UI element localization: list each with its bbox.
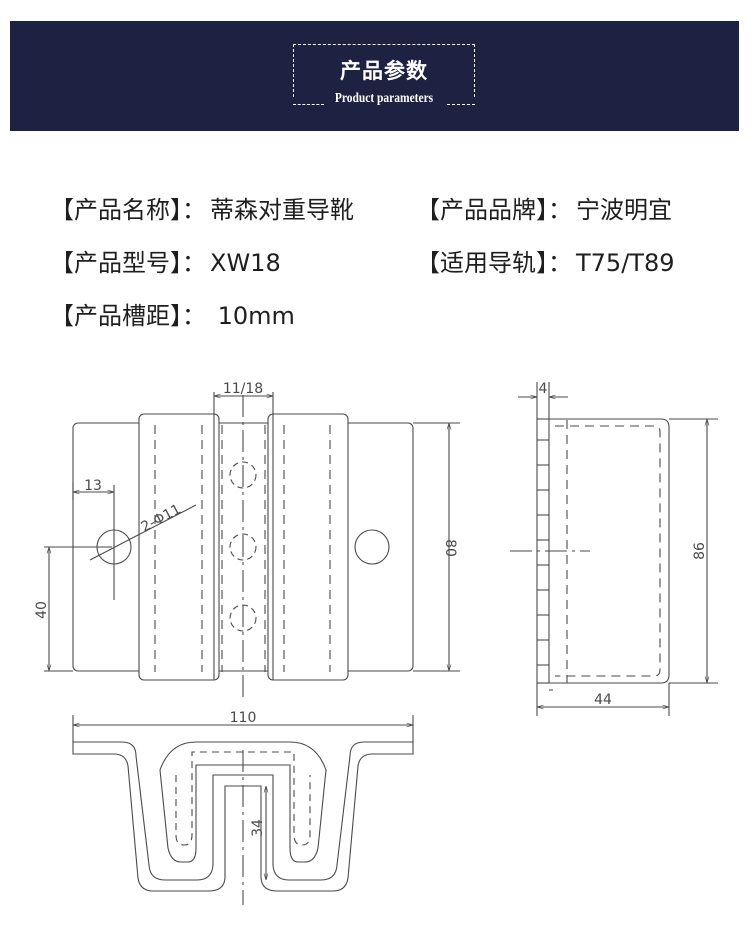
spec-model-label: 【产品型号】： (50, 249, 206, 277)
frame-top-line (293, 44, 475, 45)
dim-height-side: 86 (692, 542, 708, 560)
header-banner: 产品参数 Product parameters (10, 21, 739, 131)
dim-depth-bottom: 34 (250, 819, 266, 837)
spec-brand-label: 【产品品牌】： (416, 196, 572, 224)
spec-slot: 【产品槽距】： 10mm (50, 301, 295, 331)
spec-rail: 【适用导轨】：T75/T89 (416, 248, 674, 278)
front-left-channel (138, 413, 220, 681)
banner-title: 产品参数 (340, 59, 428, 83)
bottom-inner-channel (159, 741, 327, 863)
spec-slot-label: 【产品槽距】： (50, 302, 206, 330)
dim-width-bottom: 110 (230, 710, 257, 726)
spec-brand-value: 宁波明宜 (576, 196, 672, 224)
dim-height-left: 40 (34, 601, 50, 619)
spec-name-value: 蒂森对重导靴 (210, 196, 354, 224)
spec-rail-value: T75/T89 (576, 249, 675, 277)
frame-bottom-right-line (447, 104, 475, 105)
dim-slot: 11/18 (223, 381, 263, 397)
slot-hole-2 (229, 533, 257, 561)
dim-depth-side: 44 (594, 692, 612, 708)
side-outer-shoe (549, 418, 670, 684)
spec-rail-label: 【适用导轨】： (416, 249, 572, 277)
spec-model: 【产品型号】：XW18 (50, 248, 281, 278)
bottom-view (72, 715, 414, 905)
frame-left-line (293, 44, 294, 97)
mount-hole-right (354, 529, 390, 565)
slot-hole-1 (229, 461, 257, 489)
frame-bottom-left-line (293, 104, 324, 105)
spec-name: 【产品名称】：蒂森对重导靴 (50, 195, 354, 225)
spec-brand: 【产品品牌】：宁波明宜 (416, 195, 672, 225)
spec-model-value: XW18 (210, 249, 281, 277)
front-view (44, 392, 460, 700)
frame-right-line (474, 44, 475, 97)
dim-thickness: 4 (539, 381, 548, 397)
side-view (510, 382, 718, 716)
banner-dashed-frame: 产品参数 Product parameters (293, 44, 475, 107)
slot-hole-3 (229, 604, 257, 632)
banner-subtitle: Product parameters (334, 91, 434, 106)
front-right-channel (267, 413, 349, 681)
dim-offset: 13 (84, 478, 102, 494)
bottom-outer-profile (72, 741, 414, 892)
spec-name-label: 【产品名称】： (50, 196, 206, 224)
dim-height-front: 80 (442, 539, 458, 557)
spec-slot-value: 10mm (210, 302, 295, 330)
